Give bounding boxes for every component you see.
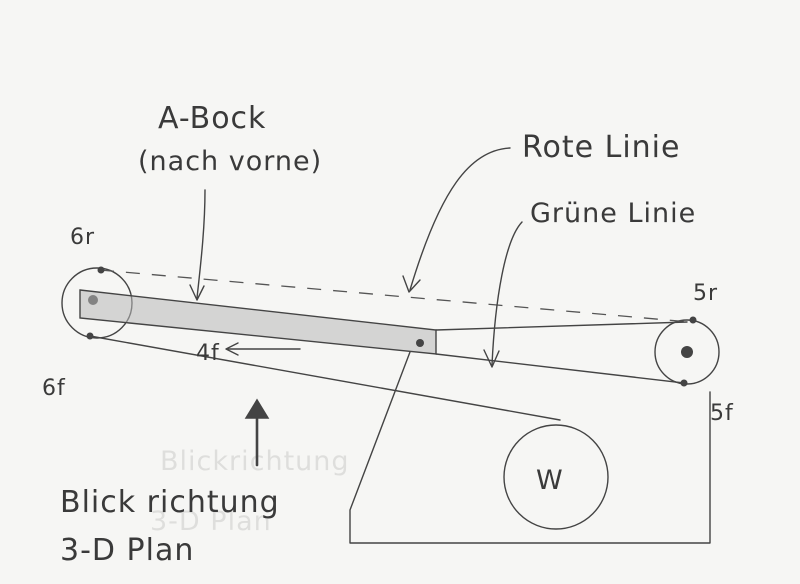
erased-ghost-marks: Blickrichtung 3-D Plan [150, 446, 350, 537]
svg-text:3-D Plan: 3-D Plan [150, 506, 272, 537]
view-direction-arrow [244, 398, 270, 467]
arrow-4f [225, 342, 301, 356]
rote-linie-dashed [99, 269, 691, 323]
a-bock-arrow [189, 189, 206, 301]
label-4f: 4f [196, 341, 220, 366]
label-6f: 6f [42, 376, 66, 401]
label-5f: 5f [710, 401, 734, 426]
right-bolt [681, 346, 693, 358]
line-6f-to-wheel [89, 335, 561, 421]
frame-outline [349, 351, 711, 544]
plan-label: 3-D Plan [60, 533, 194, 568]
point-6r [97, 266, 105, 274]
point-5f [680, 379, 688, 387]
beam-end-bolt [416, 339, 424, 347]
gruene-linie [435, 321, 688, 331]
wheel-w [503, 424, 609, 530]
rote-linie-arrow [402, 147, 511, 293]
a-bock-label: A-Bock [158, 101, 266, 136]
rote-linie-label: Rote Linie [522, 130, 680, 165]
wheel-label: W [536, 465, 564, 496]
point-6f [86, 332, 94, 340]
gruene-linie-label: Grüne Linie [530, 198, 696, 229]
a-bock-sublabel: (nach vorne) [138, 146, 322, 177]
label-5r: 5r [693, 281, 718, 306]
label-6r: 6r [70, 225, 95, 250]
point-5r [689, 316, 697, 324]
lower-beam-line [435, 353, 685, 384]
gruene-linie-arrow [483, 221, 523, 368]
blick-label: Blick richtung [60, 485, 280, 520]
svg-text:Blickrichtung: Blickrichtung [160, 446, 350, 477]
